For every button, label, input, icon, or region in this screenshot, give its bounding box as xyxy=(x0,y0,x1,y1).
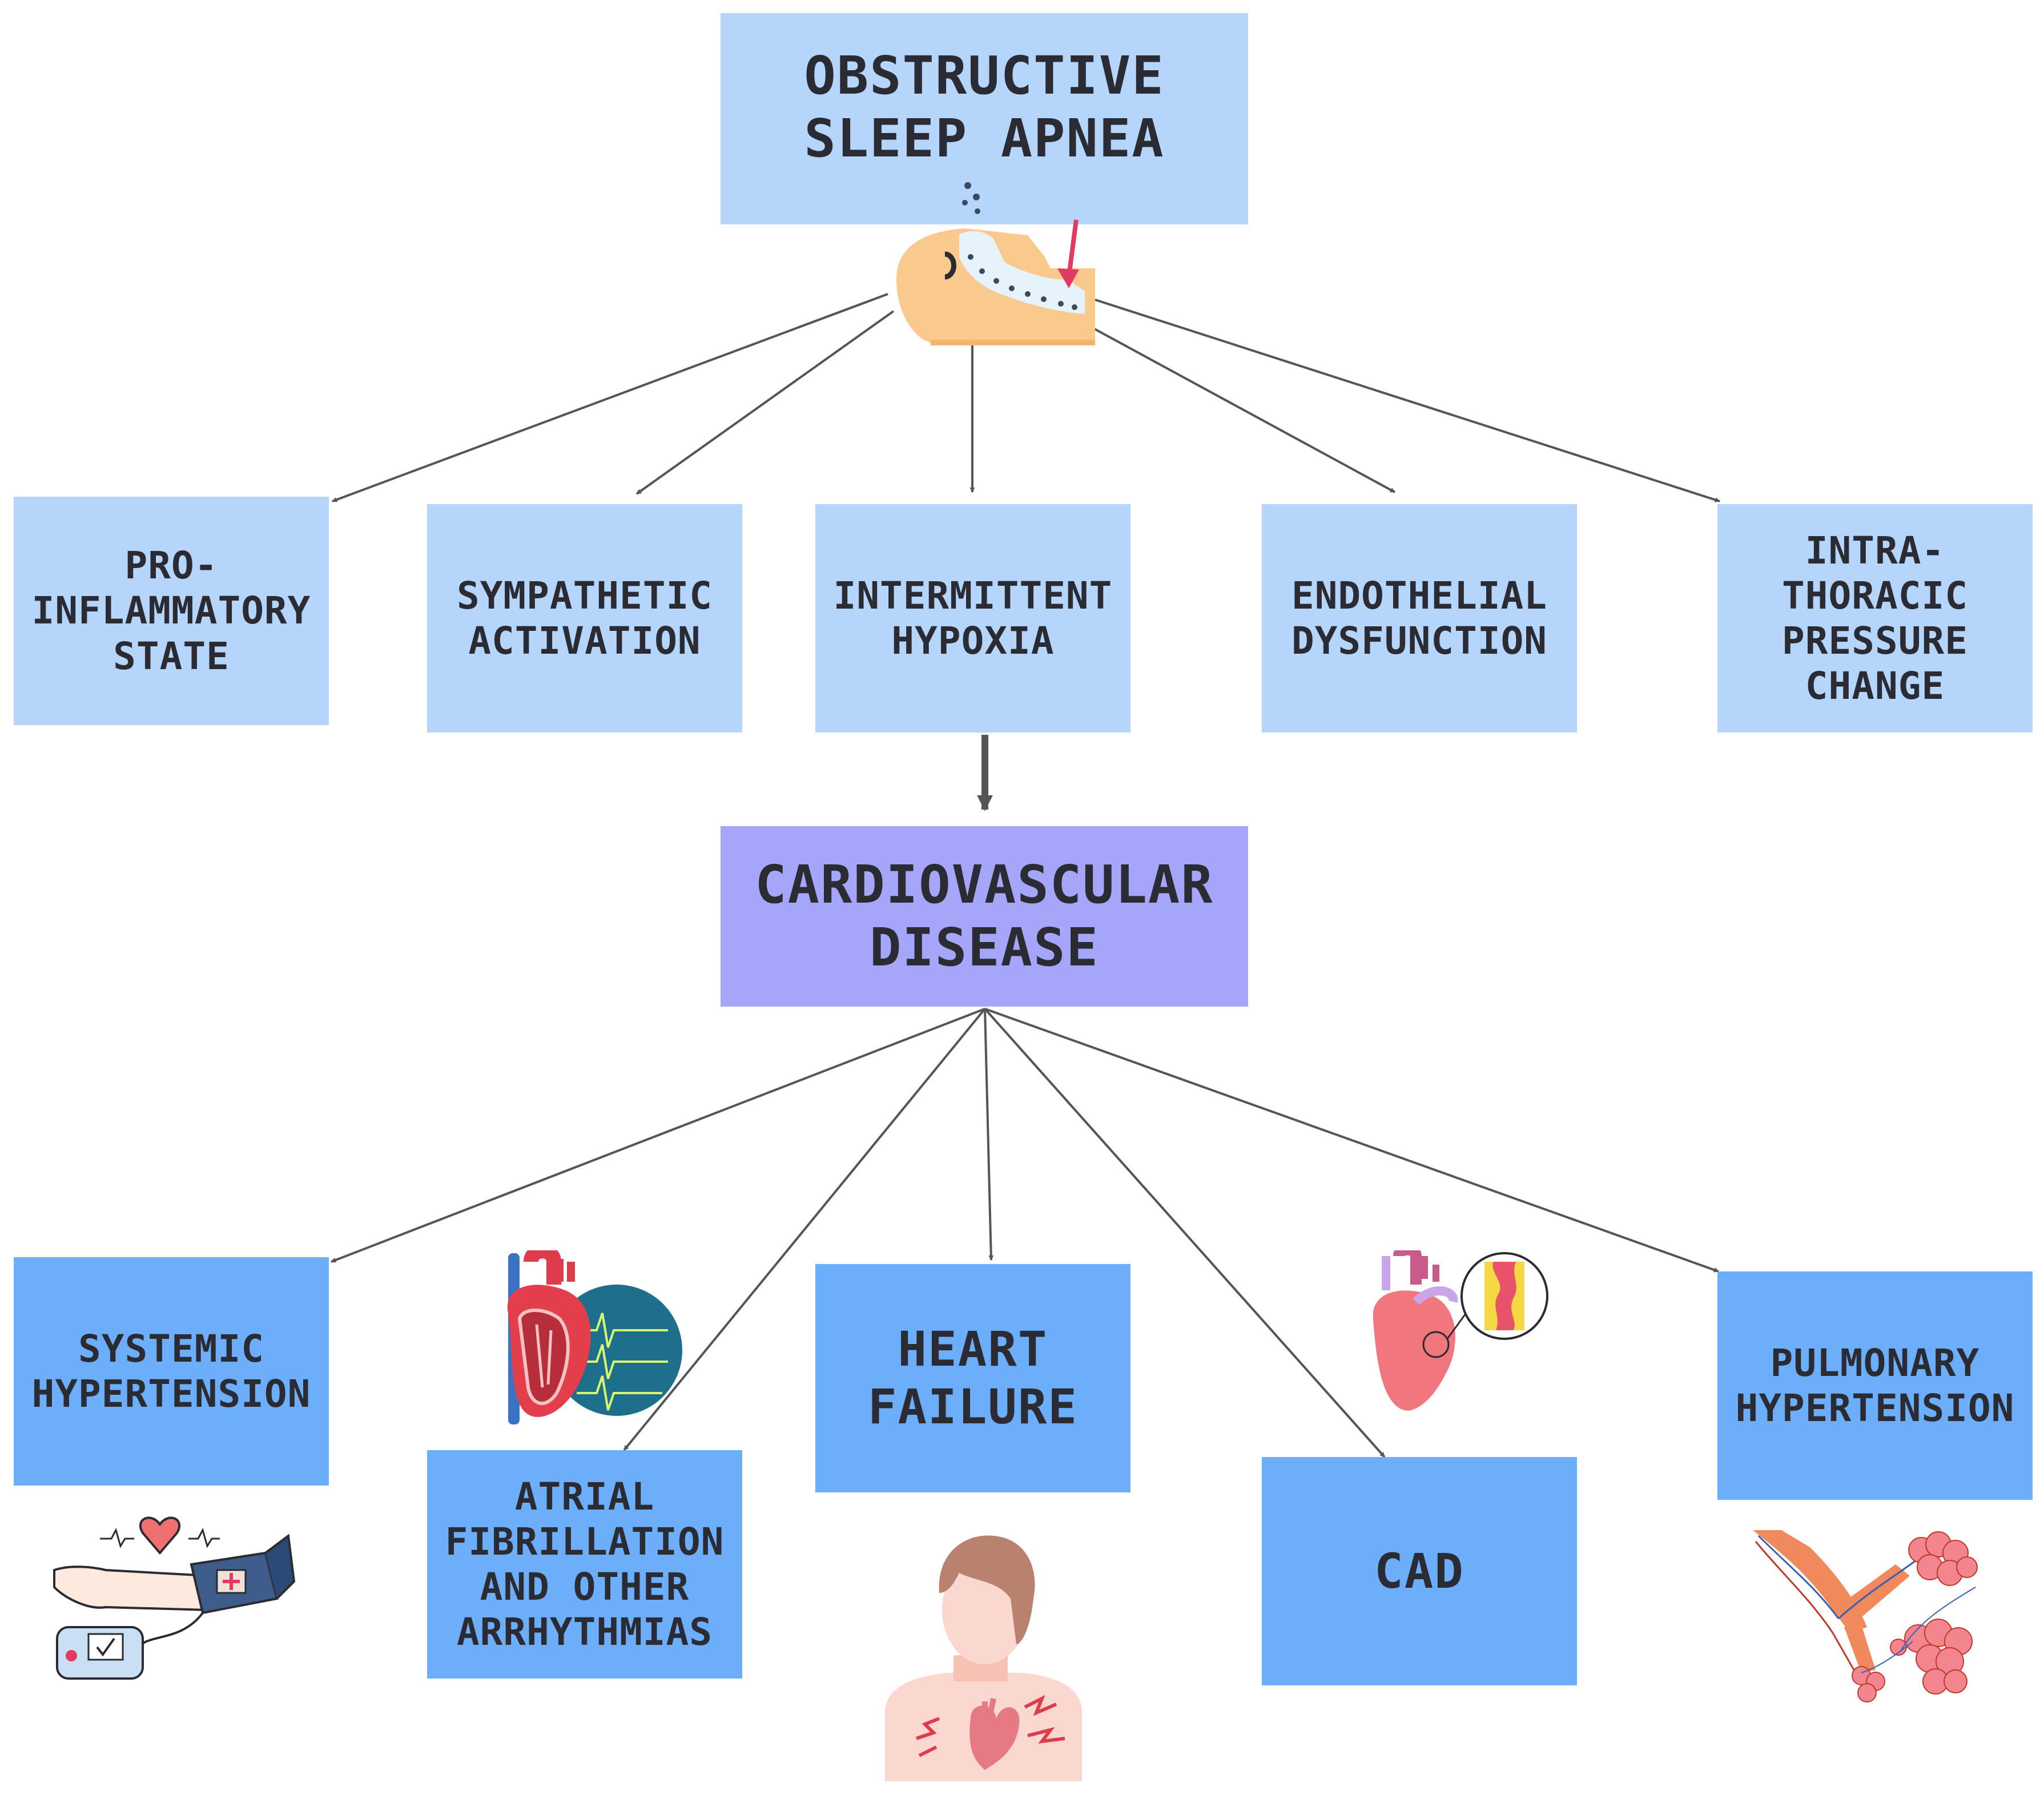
arrow-osa-to-intrathoracic xyxy=(1095,299,1720,502)
intermittent-hypoxia-box: INTERMITTENT HYPOXIA xyxy=(815,504,1130,733)
cardiovascular-disease-box: CARDIOVASCULAR DISEASE xyxy=(721,826,1248,1007)
arrow-cvd-to-systemic-hypertension xyxy=(331,1008,985,1263)
person-heart-pain-icon xyxy=(885,1535,1082,1781)
pro-inflammatory-box: PRO- INFLAMMATORY STATE xyxy=(14,497,329,725)
arrow-cvd-to-heart-failure xyxy=(984,1008,994,1261)
atrial-fibrillation-box: ATRIAL FIBRILLATION AND OTHER ARRHYTHMIA… xyxy=(427,1450,742,1679)
endothelial-dysfunction-label: ENDOTHELIAL DYSFUNCTION xyxy=(1291,573,1548,663)
arrow-osa-to-endothelial xyxy=(1093,327,1395,493)
intrathoracic-pressure-label: INTRA- THORACIC PRESSURE CHANGE xyxy=(1782,528,1968,709)
heart-failure-label: HEART FAILURE xyxy=(867,1321,1078,1435)
osa-box: OBSTRUCTIVE SLEEP APNEA xyxy=(721,13,1248,224)
heart-artery-plaque-icon xyxy=(1373,1250,1548,1411)
sympathetic-activation-label: SYMPATHETIC ACTIVATION xyxy=(456,573,713,663)
atrial-fibrillation-label: ATRIAL FIBRILLATION AND OTHER ARRHYTHMIA… xyxy=(445,1474,725,1655)
arrow-cvd-to-cad xyxy=(984,1008,1386,1458)
endothelial-dysfunction-box: ENDOTHELIAL DYSFUNCTION xyxy=(1262,504,1577,733)
cad-label: CAD xyxy=(1374,1543,1464,1599)
osa-title: OBSTRUCTIVE SLEEP APNEA xyxy=(804,45,1165,169)
intermittent-hypoxia-label: INTERMITTENT HYPOXIA xyxy=(833,573,1113,663)
heart-ecg-icon xyxy=(507,1250,682,1424)
systemic-hypertension-label: SYSTEMIC HYPERTENSION xyxy=(31,1326,311,1416)
cad-box: CAD xyxy=(1262,1457,1577,1685)
cardiovascular-disease-label: CARDIOVASCULAR DISEASE xyxy=(755,854,1214,978)
pro-inflammatory-label: PRO- INFLAMMATORY STATE xyxy=(31,544,311,678)
blood-pressure-cuff-icon xyxy=(53,1516,296,1680)
pulmonary-hypertension-box: PULMONARY HYPERTENSION xyxy=(1717,1271,2033,1500)
arrow-cvd-to-pulmonary-hypertension xyxy=(984,1008,1719,1273)
heart-failure-box: HEART FAILURE xyxy=(815,1264,1130,1492)
systemic-hypertension-box: SYSTEMIC HYPERTENSION xyxy=(14,1257,329,1486)
arrow-osa-to-sympathetic xyxy=(635,310,895,495)
arrow-osa-to-pro-inflammatory xyxy=(332,293,888,502)
sympathetic-activation-box: SYMPATHETIC ACTIVATION xyxy=(427,504,742,733)
pulmonary-hypertension-label: PULMONARY HYPERTENSION xyxy=(1735,1341,2015,1430)
intrathoracic-pressure-box: INTRA- THORACIC PRESSURE CHANGE xyxy=(1717,504,2033,733)
sleeping-face-airway-icon xyxy=(896,182,1095,345)
lung-alveoli-icon xyxy=(1753,1530,1978,1703)
arrow-cvd-to-atrial-fibrillation xyxy=(623,1008,986,1451)
